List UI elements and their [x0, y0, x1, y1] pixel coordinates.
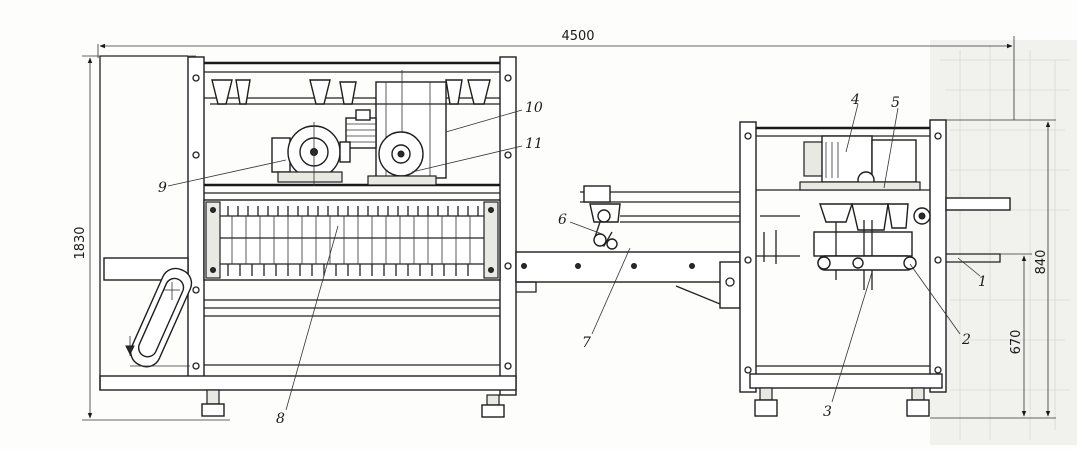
top-hoppers [211, 79, 491, 105]
callout-5: 5 [891, 95, 900, 111]
gearbox-assembly [345, 70, 447, 186]
electric-motor [271, 122, 351, 186]
callout-11: 11 [525, 136, 543, 152]
callout-8: 8 [276, 411, 285, 427]
right-mechanism [756, 203, 931, 290]
callout-9: 9 [158, 180, 167, 196]
inclined-conveyor [103, 257, 193, 368]
background-texture [930, 40, 1077, 445]
right-motor-unit [799, 135, 921, 191]
callout-10: 10 [525, 100, 543, 116]
callout-2: 2 [961, 332, 971, 348]
right-machine-frame [739, 119, 1011, 417]
leader-lines [167, 103, 981, 411]
dim-1830: 1830 [73, 226, 88, 259]
callout-3: 3 [823, 404, 832, 420]
dim-840: 840 [1034, 250, 1049, 275]
separator-mechanism [583, 185, 621, 250]
callout-1: 1 [978, 274, 987, 290]
dim-670: 670 [1009, 330, 1024, 355]
callout-7: 7 [582, 335, 591, 351]
callout-6: 6 [558, 212, 567, 228]
dim-4500: 4500 [561, 29, 594, 44]
middle-conveyor [515, 191, 744, 309]
callout-4: 4 [850, 92, 860, 108]
dimension-overall-length: 4500 [97, 29, 1015, 120]
dimension-right-height: 840 [930, 119, 1056, 419]
roller-rack [203, 199, 501, 281]
